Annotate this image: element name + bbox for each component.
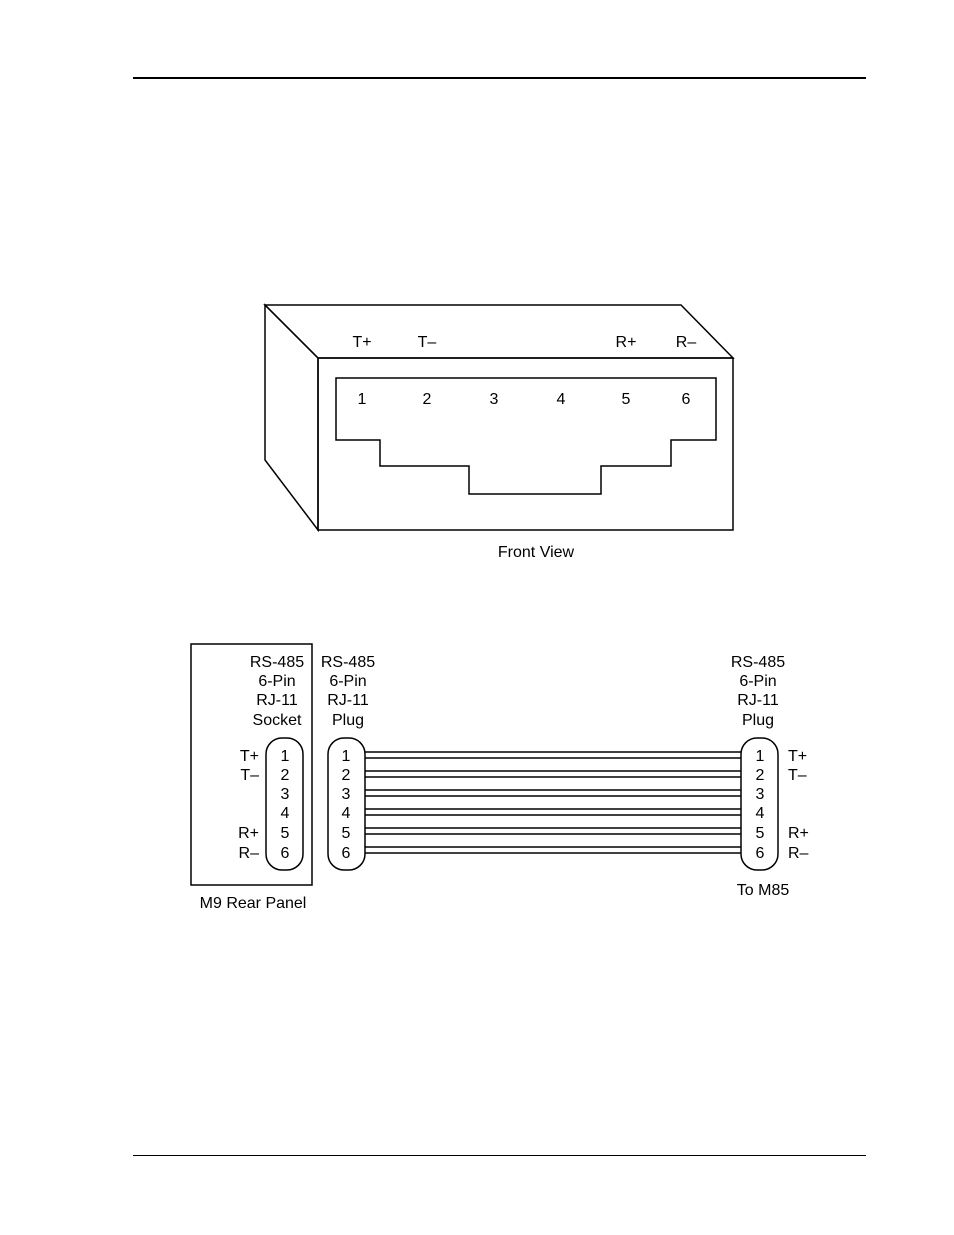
right-plug-header-line-2: 6-Pin xyxy=(739,673,776,690)
left-plug-header: RS-485 6-Pin RJ-11 Plug xyxy=(321,654,375,729)
top-label-r-minus: R– xyxy=(676,334,697,351)
socket-pin-2: 2 xyxy=(281,767,290,784)
right-signal-t-plus: T+ xyxy=(788,748,807,765)
left-plug-pin-1: 1 xyxy=(342,748,351,765)
header-rule xyxy=(133,77,866,79)
left-plug-pin-3: 3 xyxy=(342,786,351,803)
right-plug-pin-4: 4 xyxy=(756,805,765,822)
front-pin-3: 3 xyxy=(490,391,499,408)
socket-header-line-2: 6-Pin xyxy=(258,673,295,690)
left-plug-pin-4: 4 xyxy=(342,805,351,822)
left-signal-t-plus: T+ xyxy=(240,748,259,765)
left-plug-header-line-1: RS-485 xyxy=(321,654,375,671)
connector-opening xyxy=(335,377,717,495)
socket-header-line-1: RS-485 xyxy=(250,654,304,671)
left-plug-pin-5: 5 xyxy=(342,825,351,842)
cable-wires xyxy=(365,751,741,854)
m9-rear-panel-caption: M9 Rear Panel xyxy=(200,895,307,912)
socket-pin-5: 5 xyxy=(281,825,290,842)
connector-front-face xyxy=(317,357,734,531)
socket-header-line-4: Socket xyxy=(253,712,302,729)
socket-pin-4: 4 xyxy=(281,805,290,822)
right-plug-header-line-3: RJ-11 xyxy=(737,692,779,709)
top-label-t-plus: T+ xyxy=(352,334,371,351)
right-signal-labels: T+ T– R+ R– xyxy=(788,748,809,862)
front-pin-6: 6 xyxy=(682,391,691,408)
connector-side-face xyxy=(264,303,319,533)
front-view-top-labels: T+ T– R+ R– xyxy=(352,334,696,351)
rj11-front-view xyxy=(263,303,735,533)
right-plug-pin-5: 5 xyxy=(756,825,765,842)
right-plug-header-line-1: RS-485 xyxy=(731,654,785,671)
connector-top-face xyxy=(263,304,735,359)
front-view-pin-numbers: 1 2 3 4 5 6 xyxy=(358,391,691,408)
top-label-t-minus: T– xyxy=(418,334,437,351)
left-signal-labels: T+ T– R+ R– xyxy=(238,748,259,862)
right-plug-pin-6: 6 xyxy=(756,845,765,862)
left-plug-pin-2: 2 xyxy=(342,767,351,784)
front-pin-4: 4 xyxy=(557,391,566,408)
right-signal-r-plus: R+ xyxy=(788,825,809,842)
right-plug-pin-capsule xyxy=(740,737,779,871)
socket-pin-capsule xyxy=(265,737,304,871)
left-plug-header-line-3: RJ-11 xyxy=(327,692,369,709)
right-signal-r-minus: R– xyxy=(788,845,809,862)
right-signal-t-minus: T– xyxy=(788,767,807,784)
front-view-caption: Front View xyxy=(498,544,575,561)
left-plug-pin-capsule xyxy=(327,737,366,871)
right-plug-pin-3: 3 xyxy=(756,786,765,803)
left-plug-header-line-2: 6-Pin xyxy=(329,673,366,690)
front-pin-5: 5 xyxy=(622,391,631,408)
right-plug-pin-numbers: 1 2 3 4 5 6 xyxy=(756,748,765,862)
socket-pin-1: 1 xyxy=(281,748,290,765)
right-plug-pin-1: 1 xyxy=(756,748,765,765)
socket-header-line-3: RJ-11 xyxy=(256,692,298,709)
m9-rear-panel-box xyxy=(190,643,313,886)
top-label-r-plus: R+ xyxy=(616,334,637,351)
footer-rule xyxy=(133,1155,866,1156)
socket-header: RS-485 6-Pin RJ-11 Socket xyxy=(250,654,304,729)
front-pin-2: 2 xyxy=(423,391,432,408)
left-signal-t-minus: T– xyxy=(240,767,259,784)
socket-pin-numbers: 1 2 3 4 5 6 xyxy=(281,748,290,862)
socket-pin-3: 3 xyxy=(281,786,290,803)
left-plug-pin-numbers: 1 2 3 4 5 6 xyxy=(342,748,351,862)
left-plug-pin-6: 6 xyxy=(342,845,351,862)
socket-pin-6: 6 xyxy=(281,845,290,862)
right-plug-pin-2: 2 xyxy=(756,767,765,784)
right-plug-header-line-4: Plug xyxy=(742,712,774,729)
left-signal-r-plus: R+ xyxy=(238,825,259,842)
to-m85-caption: To M85 xyxy=(737,882,790,899)
right-plug-header: RS-485 6-Pin RJ-11 Plug xyxy=(731,654,785,729)
front-pin-1: 1 xyxy=(358,391,367,408)
left-plug-header-line-4: Plug xyxy=(332,712,364,729)
left-signal-r-minus: R– xyxy=(239,845,260,862)
